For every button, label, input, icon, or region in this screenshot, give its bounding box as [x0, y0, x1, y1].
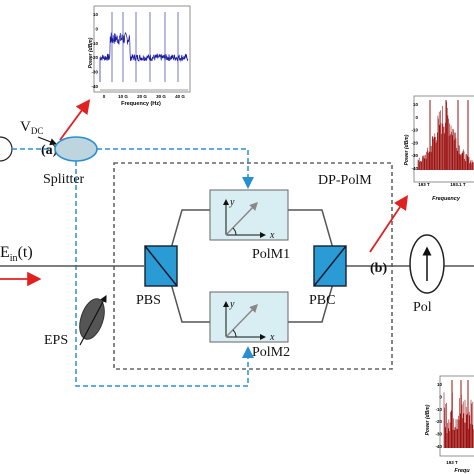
- polarizer: [409, 234, 445, 294]
- inset-c-spectrum: Power (dBm) Frequ 10 0 -10 -20 -30 -40 193 T: [425, 375, 474, 474]
- inset-b-xticks: 193 T 193.1 T: [418, 182, 466, 187]
- inset-c-plot: [443, 380, 474, 448]
- inset-a-yticks: 10 0 -10 -20 -30 -40: [91, 12, 98, 89]
- inset-c-yticks: 10 0 -10 -20 -30 -40: [435, 382, 442, 449]
- inset-b-spectrum: Power (dBm) Frequency 10 0 -10 -20 -30 -40 19…: [404, 95, 474, 202]
- ein-label: Ein(t): [0, 244, 33, 264]
- inset-a-pointer-arrow: [59, 99, 91, 141]
- pbc: [313, 245, 347, 287]
- marker-a: (a): [41, 143, 58, 158]
- eps: [79, 294, 107, 346]
- inset-b-x-tick: 193 T: [418, 182, 430, 187]
- inset-b-y-tick: -30: [411, 153, 418, 158]
- inset-c-xticks: 193 T: [446, 460, 458, 465]
- splitter: [54, 136, 98, 162]
- inset-a-x-tick: 10 G: [118, 94, 128, 99]
- inset-b-yticks: 10 0 -10 -20 -30 -40: [411, 102, 418, 171]
- eps-label: EPS: [44, 333, 68, 348]
- eps-arrow: [79, 294, 107, 346]
- inset-b-xlabel: Frequency: [432, 196, 461, 202]
- pbc-label: PBC: [309, 293, 335, 308]
- inset-a-x-tick: 20 G: [137, 94, 147, 99]
- inset-b-plot: [417, 100, 474, 170]
- polm1-pol-vector: [225, 201, 258, 236]
- inset-a-y-tick: -40: [91, 84, 98, 89]
- inset-a-plot: [99, 12, 189, 91]
- inset-b-ylabel: Power (dBm): [404, 134, 410, 165]
- inset-a-x-tick: 40 G: [175, 94, 185, 99]
- source-circle: [0, 136, 13, 162]
- polm1-label: PolM1: [252, 247, 290, 262]
- inset-a-spectrum: Power (dBm) Frequency (Hz) 10 0 -10 -20 -30 -…: [88, 5, 191, 107]
- inset-a-trace: [99, 31, 189, 82]
- dp-polm-label: DP-PolM: [318, 173, 372, 188]
- inset-c-y-tick: 10: [437, 382, 443, 387]
- inset-b-y-tick: -10: [411, 128, 418, 133]
- inset-a-y-tick: 10: [93, 12, 99, 17]
- polm2: y x: [209, 291, 289, 343]
- splitter-label: Splitter: [43, 172, 85, 187]
- polm2-pol-vector: [225, 303, 258, 338]
- inset-a-y-tick: -10: [91, 41, 98, 46]
- inset-a-ylabel: Power (dBm): [88, 37, 94, 68]
- pbs-label: PBS: [136, 293, 161, 308]
- polm2-y-label: y: [229, 299, 235, 310]
- vdc-label: VDC: [20, 119, 43, 136]
- inset-a-y-tick: -20: [91, 55, 98, 60]
- rf-path-polm2: [75, 161, 254, 387]
- rf-path-polm1: [97, 148, 254, 189]
- inset-b-y-tick: 0: [415, 115, 418, 120]
- polm2-angle-arc: [232, 329, 237, 338]
- vdc-arrow: [37, 136, 58, 146]
- inset-a-y-tick: -30: [91, 70, 98, 75]
- inset-b-y-tick: -40: [411, 166, 418, 171]
- polm2-x-label: x: [269, 332, 275, 343]
- inset-c-y-tick: -20: [435, 419, 442, 424]
- polm1: y x: [209, 189, 289, 241]
- polm1-angle-arc: [232, 227, 237, 236]
- inset-b-pointer-arrow: [369, 195, 408, 253]
- inset-a-y-tick: 0: [95, 26, 98, 31]
- inset-a-xlabel: Frequency (Hz): [121, 101, 161, 107]
- polm2-label: PolM2: [252, 345, 290, 360]
- polm1-x-label: x: [269, 230, 275, 241]
- inset-c-x-tick: 193 T: [446, 460, 458, 465]
- inset-c-y-tick: -10: [435, 407, 442, 412]
- inset-b-y-tick: 10: [413, 102, 419, 107]
- inset-c-y-tick: 0: [439, 394, 442, 399]
- pbs: [144, 245, 178, 287]
- inset-c-y-tick: -30: [435, 432, 442, 437]
- inset-a-frame: [93, 5, 191, 93]
- inset-c-y-tick: -40: [435, 444, 442, 449]
- inset-c-xlabel: Frequ: [454, 468, 470, 474]
- inset-c-ylabel: Power (dBm): [425, 404, 431, 435]
- polm1-y-label: y: [229, 197, 235, 208]
- marker-b: (b): [370, 261, 387, 276]
- inset-a-x-tick: 0: [103, 94, 106, 99]
- pol-label: Pol: [413, 300, 432, 315]
- inset-b-x-tick: 193.1 T: [450, 182, 466, 187]
- inset-b-y-tick: -20: [411, 140, 418, 145]
- inset-a-x-tick: 30 G: [156, 94, 166, 99]
- inset-a-xticks: 0 10 G 20 G 30 G 40 G: [103, 94, 186, 99]
